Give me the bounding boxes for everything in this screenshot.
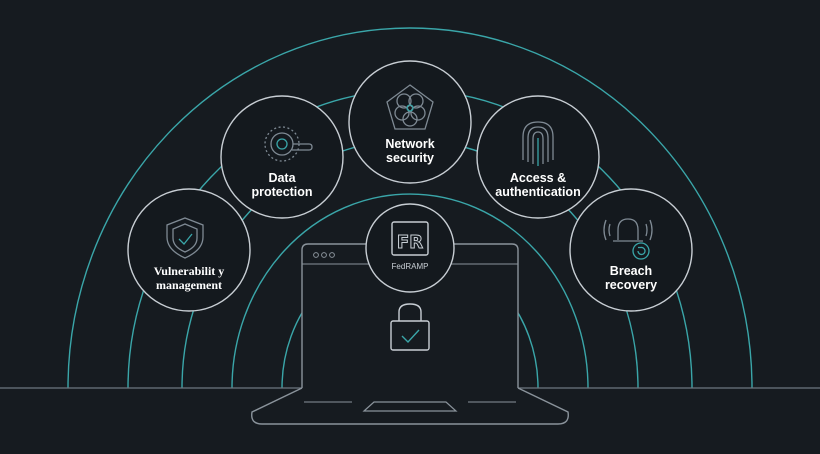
fingerprint-icon: [522, 121, 554, 166]
window-dot: [321, 252, 327, 258]
node-breach-recovery[interactable]: Breach recovery: [569, 188, 693, 312]
data-protection-icon: [264, 126, 313, 162]
laptop: [251, 243, 569, 425]
window-dot: [313, 252, 319, 258]
node-label-line-1: Breach: [610, 264, 652, 278]
node-circle: [348, 60, 472, 184]
arc-outer: [67, 27, 753, 389]
fedramp-logo-icon: [391, 221, 429, 256]
node-circle: [220, 95, 344, 219]
node-circle: [569, 188, 693, 312]
arc-4: [231, 193, 589, 389]
node-label-line-1: Data: [268, 171, 296, 185]
fedramp-badge[interactable]: FR FedRAMP: [365, 203, 455, 293]
fedramp-circle: [365, 203, 455, 293]
shield-icon: [166, 217, 204, 259]
laptop-trackpad: [362, 401, 458, 412]
laptop-base: [251, 387, 569, 425]
node-data-protection[interactable]: Data protection: [220, 95, 344, 219]
fedramp-logo-text: FR: [397, 232, 423, 253]
node-access-authentication[interactable]: Access & authentication: [476, 95, 600, 219]
network-pentagon-icon: [386, 84, 434, 130]
node-label-line-2: authentication: [495, 185, 580, 199]
node-label-line-1: Vulnerabilit y: [154, 264, 225, 278]
node-label-line-2: management: [156, 278, 222, 292]
node-vulnerability-management[interactable]: Vulnerabilit y management: [127, 188, 251, 312]
alarm-recovery-icon: [603, 218, 653, 260]
lock-check-icon: [390, 303, 430, 351]
node-label-line-2: protection: [251, 185, 312, 199]
node-label-line-1: Network: [385, 137, 434, 151]
fedramp-label: FedRAMP: [392, 262, 429, 271]
node-label-line-2: recovery: [605, 278, 657, 292]
node-network-security[interactable]: Network security: [348, 60, 472, 184]
node-label-line-2: security: [386, 151, 434, 165]
node-label-line-1: Access &: [510, 171, 566, 185]
window-dot: [329, 252, 335, 258]
